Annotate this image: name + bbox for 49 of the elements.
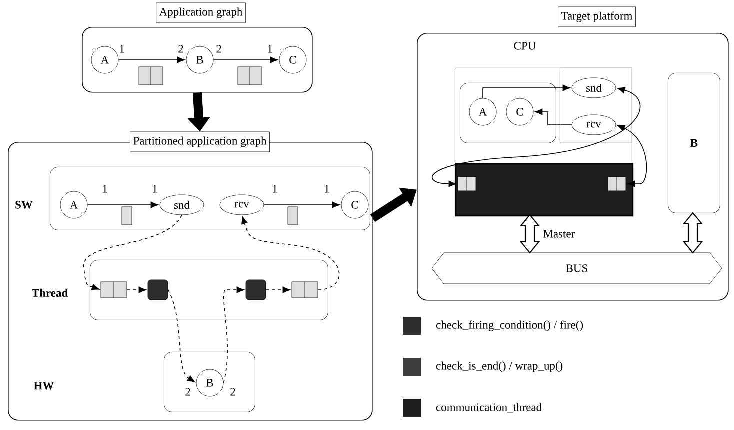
arrow — [264, 202, 340, 208]
edge-label: Master — [544, 230, 576, 238]
buffer-drawing — [458, 176, 476, 192]
arrow — [432, 87, 640, 188]
node-label: CPU — [514, 42, 536, 50]
arrow — [84, 214, 182, 290]
block-box: B — [668, 73, 720, 214]
arrow — [242, 216, 340, 290]
port-rate: 2 — [216, 45, 222, 53]
legend-text: communication_thread — [436, 403, 542, 413]
port-rate: 1 — [153, 185, 158, 193]
group-box — [50, 167, 370, 230]
arrow — [617, 125, 648, 188]
buffer-drawing — [292, 282, 318, 298]
port-rate: 1 — [273, 185, 278, 193]
port-rate: 1 — [120, 45, 124, 53]
node-label: Target platform — [561, 12, 633, 22]
legend-text: check_is_end() / wrap_up() — [436, 362, 563, 372]
function-block — [246, 280, 266, 300]
port-rate: 1 — [268, 45, 272, 53]
arrow — [482, 84, 571, 99]
arrow — [213, 56, 278, 64]
arrow — [126, 286, 147, 294]
group-box — [460, 83, 556, 144]
arrow — [223, 286, 245, 384]
row-label: HW — [34, 382, 54, 390]
arrow — [168, 290, 196, 383]
group-box — [90, 260, 328, 320]
arrow — [118, 56, 186, 64]
arrow — [534, 108, 572, 126]
bus-arrow — [520, 214, 540, 254]
group-box — [164, 352, 256, 412]
port-rate: 1 — [103, 185, 108, 193]
group-box — [560, 68, 632, 144]
arrow — [87, 202, 159, 208]
bus-arrow — [682, 212, 704, 254]
port-rate: 1 — [325, 185, 330, 193]
port-rate: 2 — [230, 388, 236, 396]
buffer-drawing — [608, 176, 626, 192]
legend-text: check_firing_condition() / fire() — [436, 320, 584, 332]
function-block — [148, 280, 168, 300]
row-label: SW — [16, 201, 33, 209]
arrow — [266, 286, 291, 294]
buffer-drawing — [100, 282, 128, 298]
port-rate: 2 — [178, 45, 184, 53]
row-label: Thread — [32, 288, 68, 298]
thread-band — [455, 162, 634, 217]
port-rate: 2 — [186, 388, 190, 396]
node-label: Application graph — [159, 8, 243, 18]
